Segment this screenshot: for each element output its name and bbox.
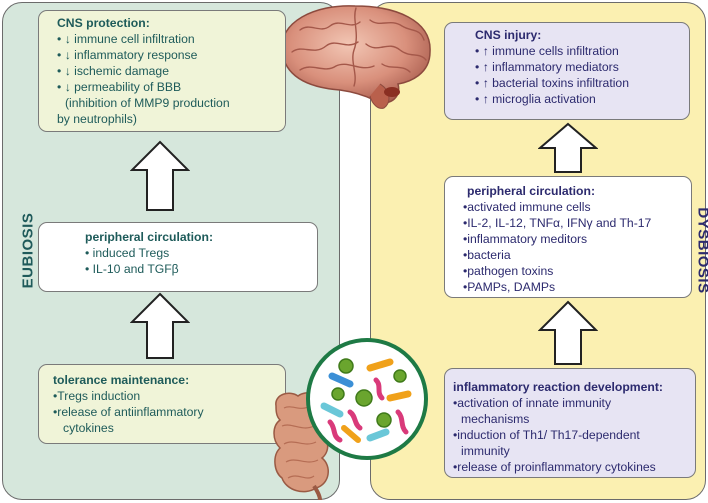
peripheral-circulation-eubiosis-box: peripheral circulation: • induced Tregs … <box>38 222 318 292</box>
list-item: • induced Tregs <box>85 246 170 260</box>
list-item: •release of proinflammatory cytokines <box>453 460 656 474</box>
cns-injury-title: CNS injury: <box>475 28 542 42</box>
list-item: •activated immune cells <box>463 200 591 214</box>
list-item: •release of antiinflammatory <box>53 405 204 419</box>
list-item: • ↑ microglia activation <box>475 92 596 106</box>
microbiome-icon <box>306 338 428 460</box>
list-item: •activation of innate immunity <box>453 396 612 410</box>
brain-icon <box>281 5 431 109</box>
cns-injury-box: CNS injury: • ↑ immune cells infiltratio… <box>444 22 690 120</box>
list-item: •PAMPs, DAMPs <box>463 280 556 294</box>
peripheral-circulation-dysbiosis-box: peripheral circulation: •activated immun… <box>444 176 692 298</box>
dysbiosis-label: DYSBIOSIS <box>694 207 708 294</box>
list-item: • IL-10 and TGFβ <box>85 262 179 276</box>
list-item: (inhibition of MMP9 production <box>65 96 230 110</box>
up-arrow-icon <box>130 292 190 359</box>
list-item: • ↑ bacterial toxins infiltration <box>475 76 629 90</box>
list-item: mechanisms <box>461 412 530 426</box>
list-item: • ↓ permeability of BBB <box>57 80 182 94</box>
eubiosis-label: EUBIOSIS <box>19 212 37 289</box>
tolerance-title: tolerance maintenance: <box>53 373 190 387</box>
list-item: immunity <box>461 444 510 458</box>
cns-protection-box: CNS protection: • ↓ immune cell infiltra… <box>38 10 286 132</box>
list-item: • ↑ immune cells infiltration <box>475 44 619 58</box>
peripheral-eubiosis-title: peripheral circulation: <box>85 230 213 244</box>
up-arrow-icon <box>538 122 598 173</box>
peripheral-dysbiosis-title: peripheral circulation: <box>467 184 595 198</box>
list-item: cytokines <box>63 421 114 435</box>
tolerance-maintenance-box: tolerance maintenance: •Tregs induction … <box>38 364 286 444</box>
list-item: • ↓ inflammatory response <box>57 48 198 62</box>
list-item: • ↓ ischemic damage <box>57 64 169 78</box>
list-item: •inflammatory meditors <box>463 232 588 246</box>
list-item: •IL-2, IL-12, TNFα, IFNγ and Th-17 <box>463 216 652 230</box>
inflammatory-title: inflammatory reaction development: <box>453 380 663 394</box>
list-item: • ↑ inflammatory mediators <box>475 60 619 74</box>
list-item: by neutrophils) <box>57 112 137 126</box>
list-item: •bacteria <box>463 248 511 262</box>
list-item: •Tregs induction <box>53 389 141 403</box>
up-arrow-icon <box>130 140 190 211</box>
list-item: •pathogen toxins <box>463 264 554 278</box>
list-item: • ↓ immune cell infiltration <box>57 32 195 46</box>
up-arrow-icon <box>538 300 598 365</box>
list-item: •induction of Th1/ Th17-dependent <box>453 428 640 442</box>
cns-protection-title: CNS protection: <box>57 16 150 30</box>
inflammatory-reaction-box: inflammatory reaction development: •acti… <box>444 368 696 478</box>
